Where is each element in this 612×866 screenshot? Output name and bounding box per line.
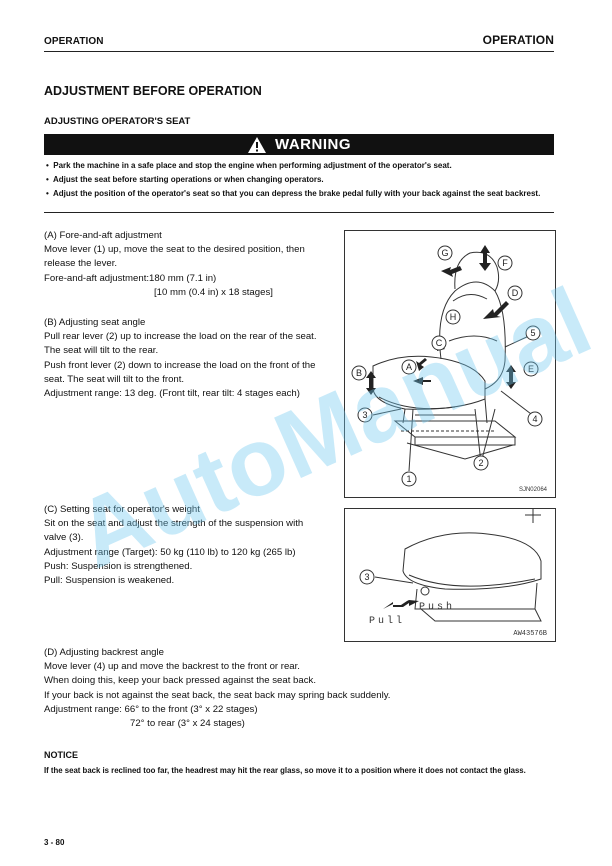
- warning-list: • Park the machine in a safe place and s…: [46, 159, 540, 202]
- label-5: 5: [530, 328, 535, 338]
- figure-code: SJN02064: [519, 487, 548, 493]
- label-d: D: [512, 288, 519, 298]
- section-c-text: Pull: Suspension is weakened.: [44, 575, 175, 587]
- page-number: 3 - 80: [44, 838, 65, 847]
- label-f: F: [502, 258, 508, 268]
- section-c-text: Push: Suspension is strengthened.: [44, 560, 193, 572]
- section-b-text: Push front lever (2) down to increase th…: [44, 359, 316, 371]
- section-a-heading: (A) Fore-and-aft adjustment: [44, 230, 162, 241]
- section-d-text: Move lever (4) up and move the backrest …: [44, 661, 300, 673]
- section-b: (B) Adjusting seat angle Pull rear lever…: [44, 316, 342, 401]
- section-d-text: 72° to rear (3° x 24 stages): [130, 718, 245, 730]
- section-a-text: Move lever (1) up, move the seat to the …: [44, 244, 305, 256]
- section-b-text: The seat will tilt to the rear.: [44, 345, 159, 357]
- header-left: OPERATION: [44, 36, 104, 47]
- section-c: (C) Setting seat for operator's weight S…: [44, 503, 342, 588]
- section-b-text: seat. The seat will tilt to the front.: [44, 373, 185, 385]
- label-1: 1: [406, 474, 411, 484]
- label-g: G: [441, 248, 448, 258]
- section-title: ADJUSTING OPERATOR'S SEAT: [44, 116, 191, 127]
- notice-title: NOTICE: [44, 750, 79, 760]
- section-b-text: Pull rear lever (2) up to increase the l…: [44, 331, 317, 343]
- section-c-text: Sit on the seat and adjust the strength …: [44, 518, 304, 530]
- figure-code: AW43576B: [513, 630, 547, 638]
- section-b-heading: (B) Adjusting seat angle: [44, 317, 146, 328]
- section-a-text: [10 mm (0.4 in) x 18 stages]: [154, 286, 273, 298]
- warning-item: • Park the machine in a safe place and s…: [46, 161, 452, 170]
- pull-label: Pull: [369, 615, 405, 627]
- label-4: 4: [532, 414, 537, 424]
- suspension-diagram: 3 Pull Push AW43576B: [359, 509, 547, 638]
- label-h: H: [450, 312, 457, 322]
- section-d-text: Adjustment range: 66° to the front (3° x…: [44, 703, 258, 715]
- header-right: OPERATION: [482, 33, 554, 47]
- seat-diagram: G F D H C 5 B A E 3 4 2 1 SJN02064: [351, 245, 548, 493]
- warning-item: • Adjust the seat before starting operat…: [46, 175, 324, 185]
- warning-item: • Adjust the position of the operator's …: [46, 189, 541, 199]
- section-d-heading: (D) Adjusting backrest angle: [44, 647, 164, 658]
- suspension-figure: 3 Pull Push AW43576B: [344, 508, 556, 642]
- seat-adjustment-figure: G F D H C 5 B A E 3 4 2 1 SJN02064: [344, 230, 556, 498]
- section-a: (A) Fore-and-aft adjustment Move lever (…: [44, 229, 342, 300]
- section-c-text: Adjustment range (Target): 50 kg (110 lb…: [44, 546, 296, 558]
- notice-text: If the seat back is reclined too far, th…: [44, 766, 526, 775]
- section-c-heading: (C) Setting seat for operator's weight: [44, 504, 200, 515]
- label-3: 3: [364, 572, 369, 582]
- push-label: Push: [419, 601, 455, 613]
- label-a: A: [406, 362, 412, 372]
- warning-banner: WARNING: [44, 134, 554, 155]
- warning-label: WARNING: [275, 136, 351, 153]
- section-d: (D) Adjusting backrest angle Move lever …: [44, 646, 564, 731]
- section-a-text: release the lever.: [44, 258, 118, 270]
- warning-rule: [44, 212, 554, 213]
- header-rule: [44, 51, 554, 52]
- label-3: 3: [362, 410, 367, 420]
- section-d-text: If your back is not against the seat bac…: [44, 689, 391, 701]
- section-a-text: Fore-and-aft adjustment:180 mm (7.1 in): [44, 272, 217, 284]
- section-c-text: valve (3).: [44, 532, 84, 544]
- label-e: E: [528, 364, 534, 374]
- label-c: C: [436, 338, 443, 348]
- section-b-text: Adjustment range: 13 deg. (Front tilt, r…: [44, 388, 300, 400]
- label-b: B: [356, 368, 362, 378]
- label-2: 2: [478, 458, 483, 468]
- page-title: ADJUSTMENT BEFORE OPERATION: [44, 84, 262, 98]
- warning-triangle-icon: [248, 136, 266, 153]
- section-d-text: When doing this, keep your back pressed …: [44, 675, 316, 687]
